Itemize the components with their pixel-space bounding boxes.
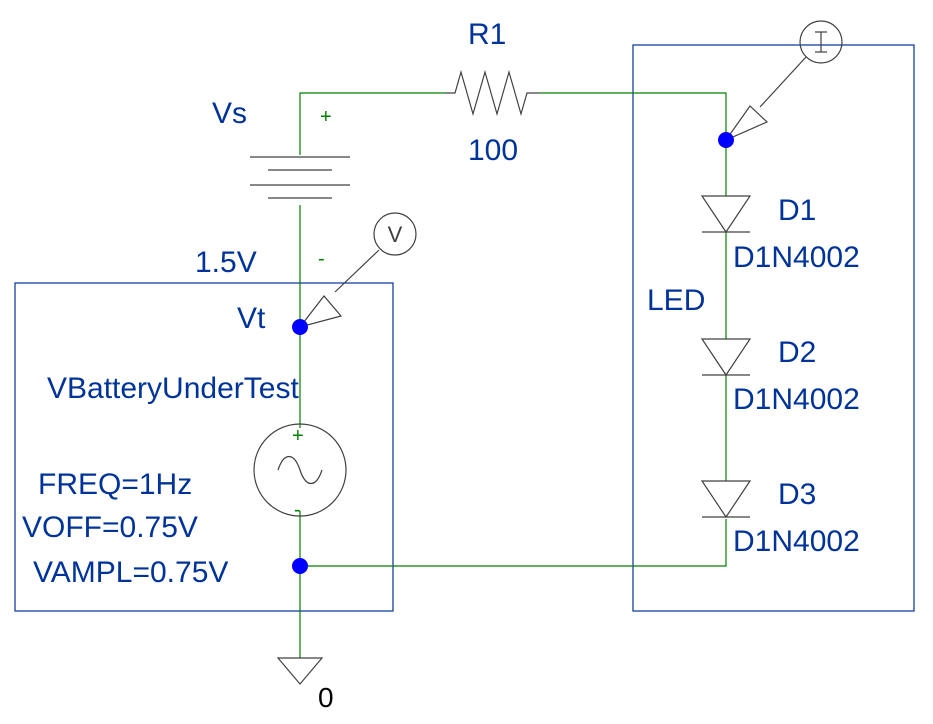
diode-d1[interactable] [700, 195, 752, 234]
d3-ref-label: D3 [778, 478, 816, 511]
r1-ref-label: R1 [468, 18, 506, 51]
wire-return [300, 519, 727, 567]
node-led-anode[interactable] [718, 132, 734, 148]
vac-minus-pin: - [294, 499, 301, 521]
current-probe[interactable] [724, 20, 843, 142]
d2-part-label: D1N4002 [733, 383, 860, 416]
vac-ref-label: VBatteryUnderTest [47, 372, 299, 405]
led-block [632, 44, 915, 612]
vs-minus-pin: - [318, 248, 325, 270]
d1-ref-label: D1 [778, 194, 816, 227]
node-vt[interactable] [292, 319, 308, 335]
wire-vs-to-r1 [299, 92, 445, 155]
battery-vs[interactable] [250, 156, 350, 199]
battery-under-test-block [14, 282, 394, 612]
vac-plus-pin: + [292, 425, 304, 447]
voltage-probe-symbol: V [388, 222, 403, 247]
vt-node-label: Vt [237, 302, 266, 335]
vs-plus-pin: + [320, 106, 332, 128]
diode-d2[interactable] [700, 338, 752, 377]
node-return[interactable] [292, 558, 308, 574]
vs-value-label: 1.5V [195, 246, 257, 279]
resistor-r1[interactable] [445, 69, 540, 117]
d3-part-label: D1N4002 [733, 525, 860, 558]
ground-symbol[interactable] [276, 657, 324, 685]
wire-r1-to-d1 [540, 92, 727, 196]
vac-param-freq: FREQ=1Hz [38, 468, 192, 501]
led-group-label: LED [647, 284, 705, 317]
d1-part-label: D1N4002 [733, 241, 860, 274]
wires [299, 92, 727, 658]
d2-ref-label: D2 [778, 336, 816, 369]
vac-param-voff: VOFF=0.75V [22, 511, 198, 544]
ac-source-vbatteryundertest[interactable] [253, 423, 347, 517]
ground-label: 0 [318, 682, 334, 713]
diode-d3[interactable] [700, 480, 752, 519]
voltage-probe[interactable]: V [298, 212, 417, 329]
r1-value-label: 100 [468, 134, 518, 167]
vac-param-vampl: VAMPL=0.75V [33, 556, 228, 589]
vs-ref-label: Vs [212, 97, 247, 130]
